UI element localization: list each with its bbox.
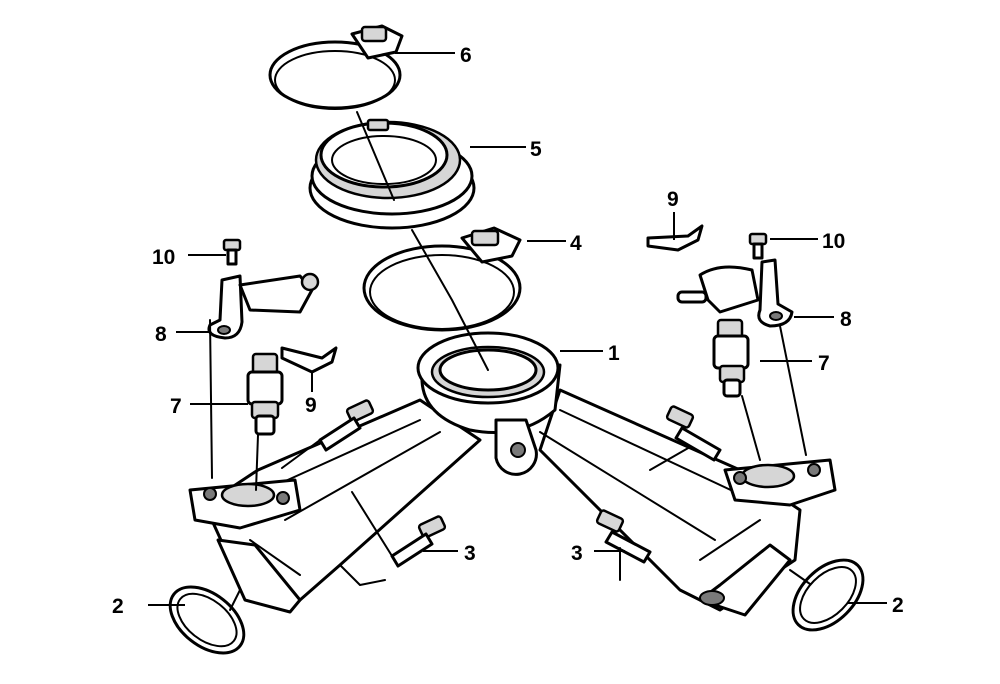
- callout-label-6: 6: [460, 44, 472, 67]
- injector-bracket-right: [757, 258, 794, 328]
- callout-label-3-right: 3: [571, 542, 583, 565]
- callout-label-7-left: 7: [170, 395, 182, 418]
- gasket-left: [168, 585, 246, 655]
- injector-connector-left: [238, 272, 320, 314]
- callout-label-3-left: 3: [464, 542, 476, 565]
- bolt-right-upper: [665, 405, 722, 462]
- bolt-small-right: [748, 232, 768, 260]
- callout-label-5: 5: [530, 138, 542, 161]
- fuel-injector-left: [246, 352, 284, 436]
- bolt-small-left: [222, 238, 242, 266]
- callout-label-9-left: 9: [305, 394, 317, 417]
- callout-label-8-right: 8: [840, 308, 852, 331]
- callout-label-1: 1: [608, 342, 620, 365]
- intake-boot: [308, 118, 476, 230]
- callout-label-4: 4: [570, 232, 582, 255]
- callout-label-2-left: 2: [112, 595, 124, 618]
- hose-clamp-middle: [362, 226, 522, 332]
- assembly-lines: [209, 111, 811, 611]
- gasket-right: [791, 558, 865, 632]
- callout-label-2-right: 2: [892, 594, 904, 617]
- callout-labels: 6 5 4 1 2 2 3 3 7 7 8 8 9 9 10 10: [112, 44, 904, 618]
- callout-label-10-right: 10: [822, 230, 845, 253]
- hose-clamp-top: [268, 24, 404, 110]
- clip-left: [280, 346, 338, 374]
- bolt-left-lower: [390, 515, 447, 568]
- callout-label-10-left: 10: [152, 246, 175, 269]
- callout-label-8-left: 8: [155, 323, 167, 346]
- leader-lines: [148, 52, 887, 606]
- injector-connector-right: [676, 265, 760, 314]
- bolt-right-lower: [595, 509, 652, 564]
- injector-bracket-left: [207, 274, 244, 340]
- callout-label-7-right: 7: [818, 352, 830, 375]
- callout-label-9-right: 9: [667, 188, 679, 211]
- fuel-injector-right: [712, 318, 750, 398]
- bolt-left-upper: [318, 399, 375, 452]
